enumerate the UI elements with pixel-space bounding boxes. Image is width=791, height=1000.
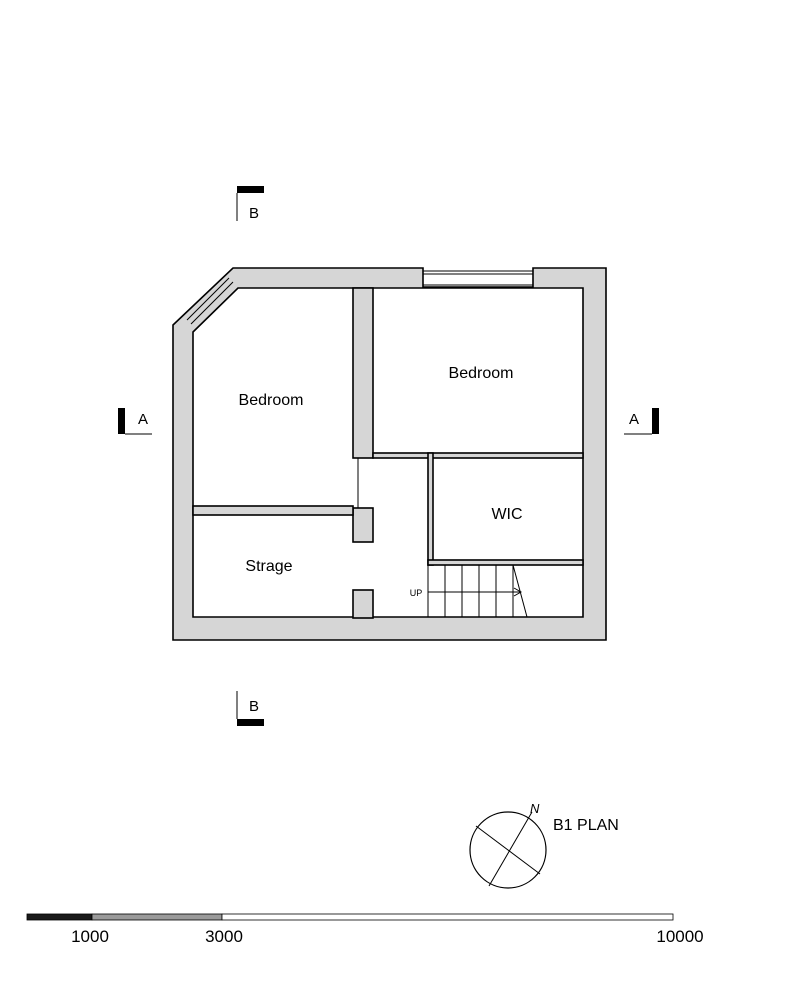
- room-label-bedroom-right: Bedroom: [449, 365, 514, 382]
- wall-vertical-upper: [352, 287, 374, 459]
- staircase: [427, 564, 583, 618]
- north-label: N: [530, 801, 540, 816]
- scale-bar: [26, 913, 674, 921]
- svg-text:A: A: [629, 411, 639, 428]
- wall-wic-bottom: [427, 559, 584, 566]
- scale-label-3000: 3000: [205, 927, 243, 946]
- scale-label-1000: 1000: [71, 927, 109, 946]
- svg-text:B: B: [249, 698, 259, 715]
- stair-up-label: UP: [410, 588, 423, 598]
- svg-text:B: B: [249, 205, 259, 222]
- window-diagonal: [186, 277, 234, 325]
- wall-bedroom-wic: [372, 452, 584, 459]
- section-mark-a-right: A: [624, 408, 659, 435]
- wall-bedroom-storage: [192, 505, 354, 516]
- wall-vertical-lower: [352, 589, 374, 619]
- north-arrow: N: [469, 801, 547, 889]
- plan-title: B1 PLAN: [553, 817, 619, 834]
- wall-wic-left: [427, 452, 434, 566]
- room-label-wic: WIC: [491, 506, 522, 523]
- section-mark-b-top: B: [236, 186, 264, 222]
- room-label-bedroom-left: Bedroom: [239, 392, 304, 409]
- wall-vertical-short: [352, 507, 374, 543]
- section-mark-b-bottom: B: [236, 691, 264, 726]
- scale-label-10000: 10000: [656, 927, 703, 946]
- room-label-storage: Strage: [245, 558, 292, 575]
- svg-text:A: A: [138, 411, 148, 428]
- window-top: [423, 270, 533, 286]
- section-mark-a-left: A: [118, 408, 152, 435]
